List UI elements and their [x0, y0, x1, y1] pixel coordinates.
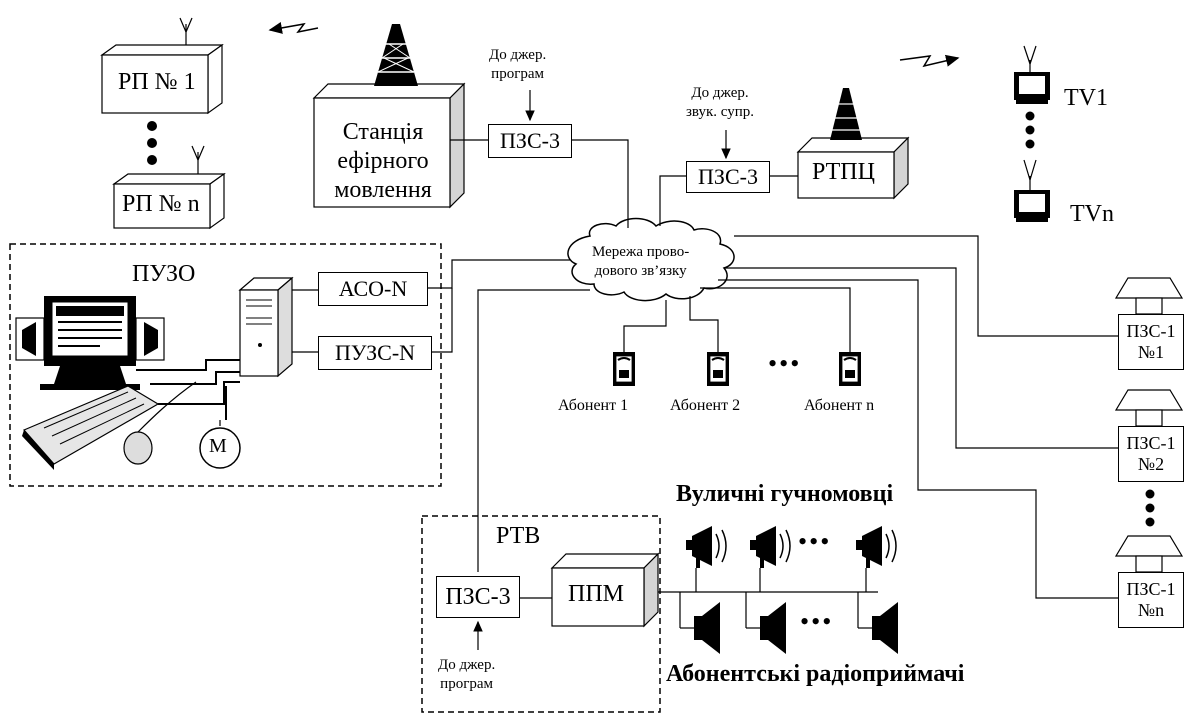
pzs1-horn-2	[1116, 390, 1182, 426]
rtv-source-line2: програм	[440, 676, 493, 692]
pzs3-top-box: ПЗС-3	[488, 124, 572, 158]
wave-arrow-right	[900, 56, 958, 66]
receiver-dots	[147, 121, 157, 165]
wave-arrow-left	[270, 24, 318, 32]
radio-speaker-icon-2	[760, 602, 786, 654]
pzs1-unit-2-number: №2	[1138, 454, 1164, 475]
sound-source-label: До джер. звук. супр.	[686, 84, 754, 122]
subscriber-n-label: Абонент n	[804, 398, 874, 415]
tv-dots	[1026, 112, 1035, 149]
subscriber-dots: •••	[768, 350, 801, 377]
tv1-icon	[1014, 46, 1050, 104]
megaphone-icon-1	[686, 526, 726, 568]
megaphone-icon-2	[750, 526, 790, 568]
tvn-icon	[1014, 160, 1050, 222]
ppm-label: ППМ	[568, 582, 624, 607]
network-line1: Мережа прово-	[592, 244, 689, 260]
phone-icon-n	[839, 352, 861, 386]
broadcast-station-line2: ефірного	[337, 148, 428, 174]
broadcast-station-line1: Станція	[343, 119, 424, 145]
broadcast-tower-icon	[374, 24, 418, 86]
pzs1-unit-1: ПЗС-1 №1	[1118, 314, 1184, 370]
computer-tower-icon	[240, 278, 292, 376]
pzs1-unit-1-number: №1	[1138, 342, 1164, 363]
sound-source-line2: звук. супр.	[686, 104, 754, 120]
radio-speaker-icon-n	[872, 602, 898, 654]
phone-icon-1	[613, 352, 635, 386]
rtpc-label: РТПЦ	[812, 160, 875, 185]
radio-speaker-icon-1	[694, 602, 720, 654]
speaker-right-icon	[136, 318, 164, 360]
broadcast-station-label: Станція ефірного мовлення	[318, 118, 448, 204]
phone-icon-2	[707, 352, 729, 386]
speaker-left-icon	[16, 318, 44, 360]
monitor-icon	[40, 296, 140, 390]
subscriber-radios-label: Абонентські радіоприймачі	[666, 662, 964, 687]
network-line2: дового зв’язку	[595, 263, 687, 279]
broadcast-station-line3: мовлення	[334, 177, 432, 203]
program-source-top-label: До джер. програм	[489, 46, 546, 84]
aco-n-box: АСО-N	[318, 272, 428, 306]
pzs1-unit-n: ПЗС-1 №n	[1118, 572, 1184, 628]
network-label: Мережа прово- дового зв’язку	[592, 243, 689, 281]
subscriber-2-label: Абонент 2	[670, 398, 740, 415]
subscriber-1-label: Абонент 1	[558, 398, 628, 415]
street-speakers-label: Вуличні гучномовці	[676, 482, 893, 507]
program-source-top-line2: програм	[491, 66, 544, 82]
motor-label: М	[209, 436, 227, 457]
sound-source-line1: До джер.	[691, 85, 748, 101]
pzs1-unit-2-label: ПЗС-1	[1126, 433, 1175, 454]
rtv-source-label: До джер. програм	[438, 656, 495, 694]
puzs-n-box: ПУЗС-N	[318, 336, 432, 370]
pzs1-horn-1	[1116, 278, 1182, 314]
tv1-label: TV1	[1064, 86, 1108, 111]
computer-cables	[136, 360, 240, 420]
pzs1-unit-n-number: №n	[1138, 600, 1164, 621]
rpn-label: РП № n	[122, 192, 200, 217]
pzs1-horn-n	[1116, 536, 1182, 572]
pzs1-unit-n-label: ПЗС-1	[1126, 579, 1175, 600]
megaphone-dots: •••	[798, 528, 831, 555]
pzs1-unit-1-label: ПЗС-1	[1126, 321, 1175, 342]
rtv-title: РТВ	[496, 524, 540, 549]
puzo-title: ПУЗО	[132, 262, 195, 287]
rtpc-tower-icon	[830, 88, 862, 140]
pzs3-rtpc-box: ПЗС-3	[686, 161, 770, 193]
tvn-label: TVn	[1070, 202, 1114, 227]
radio-dots: •••	[800, 608, 833, 635]
pzs1-dots	[1146, 490, 1155, 527]
pzs3-rtv-box: ПЗС-3	[436, 576, 520, 618]
rtv-source-line1: До джер.	[438, 657, 495, 673]
rp1-label: РП № 1	[118, 70, 196, 95]
pzs1-unit-2: ПЗС-1 №2	[1118, 426, 1184, 482]
program-source-top-line1: До джер.	[489, 47, 546, 63]
megaphone-icon-n	[856, 526, 896, 568]
receiver-rp1	[102, 18, 222, 113]
